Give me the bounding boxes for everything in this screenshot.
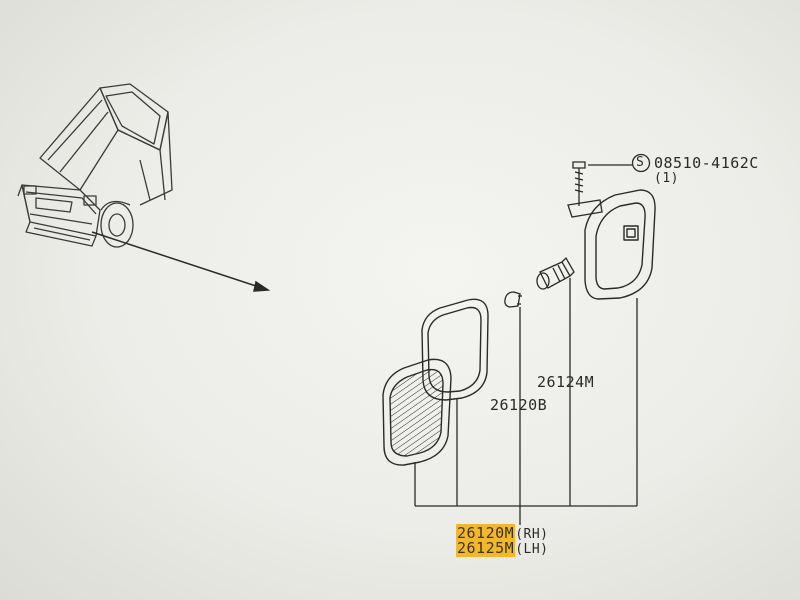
lamp-lens: [382, 358, 452, 466]
bulb: [504, 291, 522, 308]
bulb-socket: [536, 256, 575, 290]
assembly-lh-number: 26125M: [456, 539, 516, 557]
assembly-rh-side: (RH): [515, 527, 549, 542]
symbol-s-circle: [631, 153, 651, 173]
symbol-s-letter: S: [636, 155, 645, 170]
screw-part: [572, 161, 632, 198]
screw-part-number: 08510-4162C: [654, 154, 759, 172]
mounting-bracket: [567, 198, 603, 218]
leader-lines: [414, 278, 638, 525]
vehicle-sketch: [17, 83, 173, 248]
assembly-rh-number: 26120M: [456, 524, 516, 542]
socket-part-number: 26124M: [537, 373, 595, 391]
bulb-part-number: 26120B: [490, 396, 548, 414]
lamp-housing: [584, 189, 656, 300]
assembly-rh-row: 26120M(RH): [456, 524, 549, 542]
assembly-lh-row: 26125M(LH): [456, 539, 549, 557]
screw-quantity: (1): [654, 171, 679, 186]
locator-arrow: [91, 231, 271, 292]
assembly-lh-side: (LH): [515, 542, 549, 557]
